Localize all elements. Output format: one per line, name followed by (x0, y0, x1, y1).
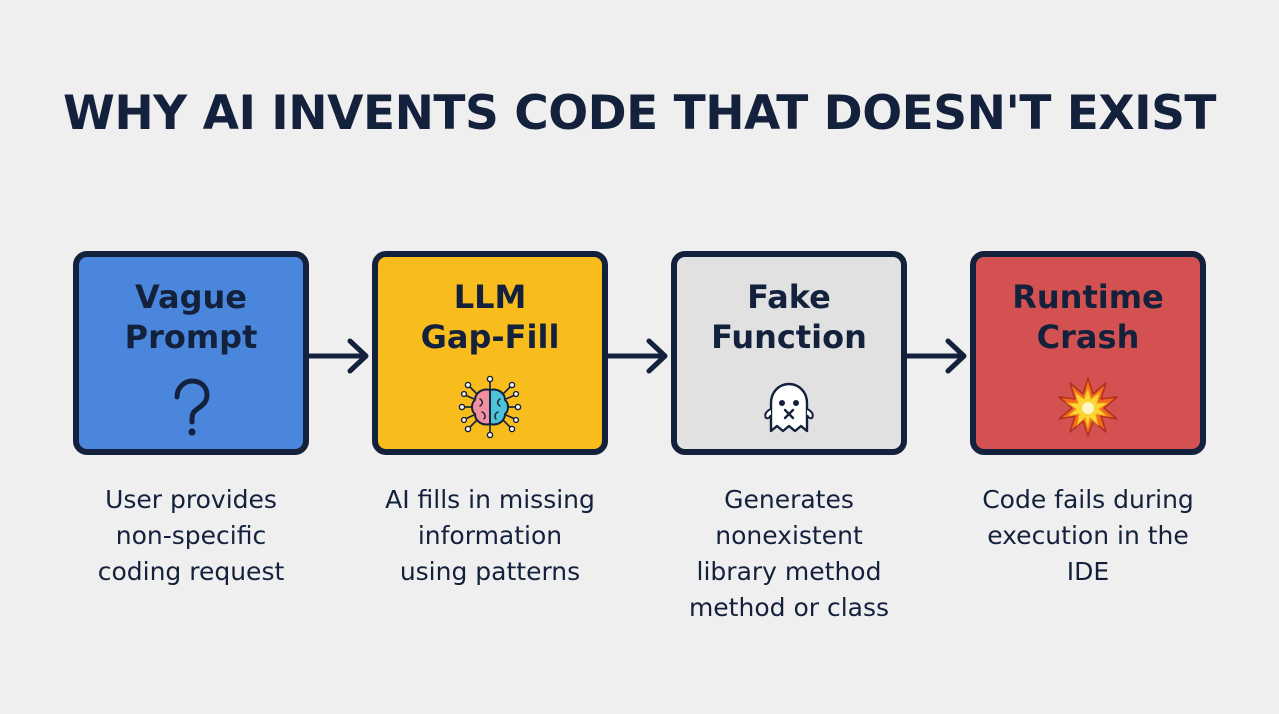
step-label: LLM Gap-Fill (378, 277, 602, 357)
step-label-line: Gap-Fill (420, 318, 560, 356)
description-line: User provides (105, 485, 277, 514)
step-label-line: Vague (135, 278, 247, 316)
step-label: Runtime Crash (976, 277, 1200, 357)
description-line: coding request (97, 557, 285, 586)
ghost-icon (757, 375, 821, 439)
step-label: Vague Prompt (79, 277, 303, 357)
description-line: AI fills in missing (385, 485, 595, 514)
description-line: nonexistent (715, 521, 863, 550)
step-label-line: LLM (453, 278, 527, 316)
step-box-llm-gap-fill: LLM Gap-Fill (372, 251, 608, 455)
step-label-line: Prompt (124, 318, 258, 356)
step-box-fake-function: Fake Function (671, 251, 907, 455)
step-box-runtime-crash: Runtime Crash (970, 251, 1206, 455)
step-label-line: Fake (747, 278, 831, 316)
description-line: library method (696, 557, 882, 586)
description-line: method or class (688, 593, 890, 622)
step-label-line: Crash (1036, 318, 1140, 356)
description-line: IDE (1066, 557, 1110, 586)
arrow-right-icon (904, 336, 970, 376)
step-label-line: Runtime (1012, 278, 1164, 316)
step-box-vague-prompt: Vague Prompt (73, 251, 309, 455)
description-line: Generates (724, 485, 854, 514)
arrow-right-icon (605, 336, 671, 376)
description-line: using patterns (399, 557, 581, 586)
step-description: User provides non-specific coding reques… (51, 482, 331, 590)
description-line: information (417, 521, 563, 550)
arrow-right-icon (306, 336, 372, 376)
step-description: Code fails during execution in the IDE (948, 482, 1228, 590)
step-label-line: Function (711, 318, 867, 356)
description-line: Code fails during (982, 485, 1194, 514)
diagram-title: WHY AI INVENTS CODE THAT DOESN'T EXIST (63, 86, 1217, 141)
step-label: Fake Function (677, 277, 901, 357)
brain-network-icon (458, 375, 522, 439)
question-mark-icon (159, 375, 223, 439)
description-line: execution in the (987, 521, 1189, 550)
step-description: Generates nonexistent library method met… (649, 482, 929, 626)
description-line: non-specific (115, 521, 267, 550)
step-description: AI fills in missing information using pa… (350, 482, 630, 590)
explosion-icon (1056, 375, 1120, 439)
